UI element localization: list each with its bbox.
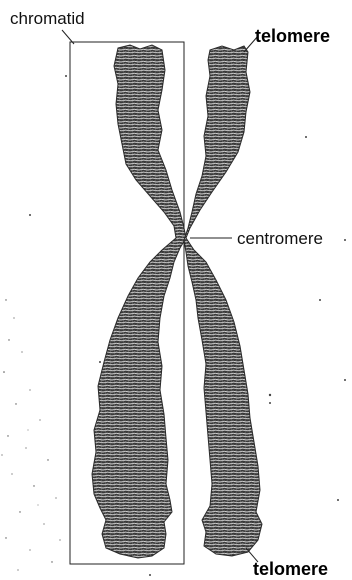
background-speckle bbox=[1, 299, 60, 570]
right-chromatid bbox=[184, 46, 262, 556]
chromatid-label: chromatid bbox=[10, 9, 85, 28]
background-dots bbox=[29, 75, 346, 576]
chromatid-leader-line bbox=[62, 30, 74, 44]
telomere-bottom-label: telomere bbox=[253, 559, 328, 579]
telomere-top-label: telomere bbox=[255, 26, 330, 46]
centromere-label: centromere bbox=[237, 229, 323, 248]
left-chromatid bbox=[92, 45, 186, 558]
